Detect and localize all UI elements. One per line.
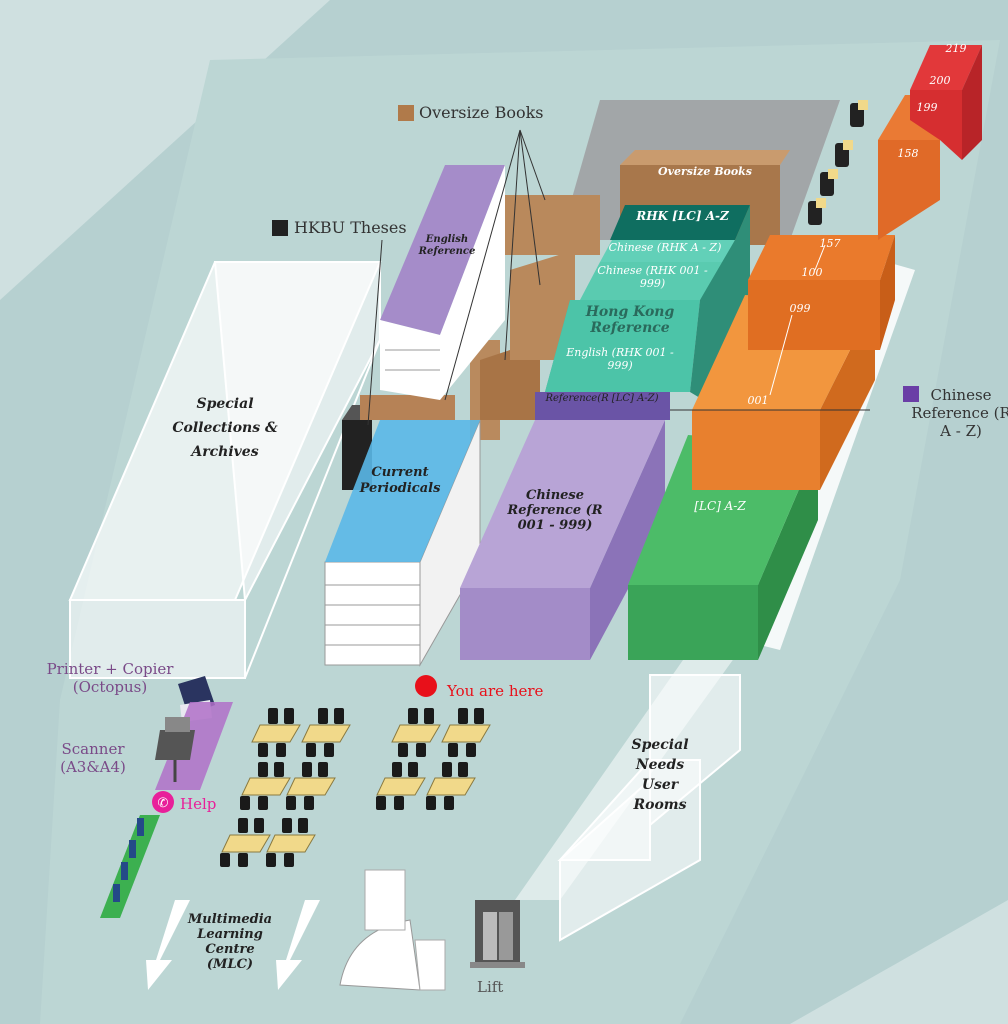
computer-workstations	[100, 815, 160, 918]
you-are-here-label: You are here	[447, 682, 544, 700]
leader-lines	[367, 129, 870, 426]
hk-reference-stacks	[545, 205, 750, 410]
periodicals-shelving	[324, 419, 481, 667]
english-reference-shelving	[380, 165, 505, 400]
study-seats-top	[808, 100, 868, 225]
lift-icon	[470, 900, 525, 968]
hk-reference-label: Hong Kong Reference	[585, 304, 675, 336]
oversize-shelves	[360, 150, 790, 440]
scanner-icon	[155, 717, 195, 782]
mlc-arrows	[146, 900, 320, 990]
hkbu-theses-label: HKBU Theses	[294, 218, 407, 237]
oversize-legend-swatch	[398, 105, 414, 121]
special-collections-room	[68, 261, 382, 679]
reference-r-lc-label: Reference(R [LC] A-Z)	[545, 393, 659, 404]
mlc-label: Multimedia Learning Centre (MLC)	[187, 912, 273, 972]
range-001: 001	[747, 394, 769, 407]
chinese-rhk-az-label: Chinese (RHK A - Z)	[608, 241, 722, 254]
special-collections-label: Special Collections & Archives	[172, 396, 278, 460]
range-199: 199	[916, 101, 938, 114]
chinese-reference-r-az-label: Chinese Reference (R A - Z)	[911, 386, 1008, 440]
chinese-rhk-001-label: Chinese (RHK 001 - 999)	[597, 264, 708, 290]
staircase-icon	[339, 869, 446, 991]
study-tables	[220, 708, 491, 867]
rhk-lc-label: RHK [LC] A-Z	[636, 209, 729, 223]
range-158: 158	[897, 147, 919, 160]
range-219: 219	[945, 42, 967, 55]
lift-label: Lift	[477, 978, 504, 996]
svg-text:✆: ✆	[158, 796, 169, 811]
red-stack-200-219	[910, 45, 982, 160]
theses-legend-swatch	[272, 220, 288, 236]
english-reference-label: English Reference	[418, 234, 476, 257]
scanner-label: Scanner (A3&A4)	[60, 740, 126, 776]
you-are-here-marker	[415, 675, 437, 697]
help-label: Help	[180, 795, 217, 813]
help-phone-icon[interactable]: ✆	[152, 791, 174, 813]
chinese-ref-legend-swatch	[903, 386, 919, 402]
range-157: 157	[819, 237, 841, 250]
chinese-reference-block	[460, 392, 670, 660]
lc-az-label: [LC] A-Z	[694, 499, 746, 513]
range-100: 100	[801, 266, 823, 279]
special-needs-label: Special Needs User Rooms	[631, 737, 689, 813]
oversize-books-label: Oversize Books	[419, 103, 544, 122]
range-200: 200	[929, 74, 951, 87]
printer-copier-label: Printer + Copier (Octopus)	[46, 660, 174, 696]
oversize-books-shelf-label: Oversize Books	[658, 165, 752, 178]
english-rhk-001-label: English (RHK 001 - 999)	[566, 346, 674, 372]
chinese-reference-r001-label: Chinese Reference (R 001 - 999)	[507, 488, 603, 533]
current-periodicals-label: Current Periodicals	[359, 465, 441, 496]
orange-stack-100-157	[748, 235, 895, 350]
range-099: 099	[789, 302, 811, 315]
special-needs-rooms	[557, 674, 741, 942]
